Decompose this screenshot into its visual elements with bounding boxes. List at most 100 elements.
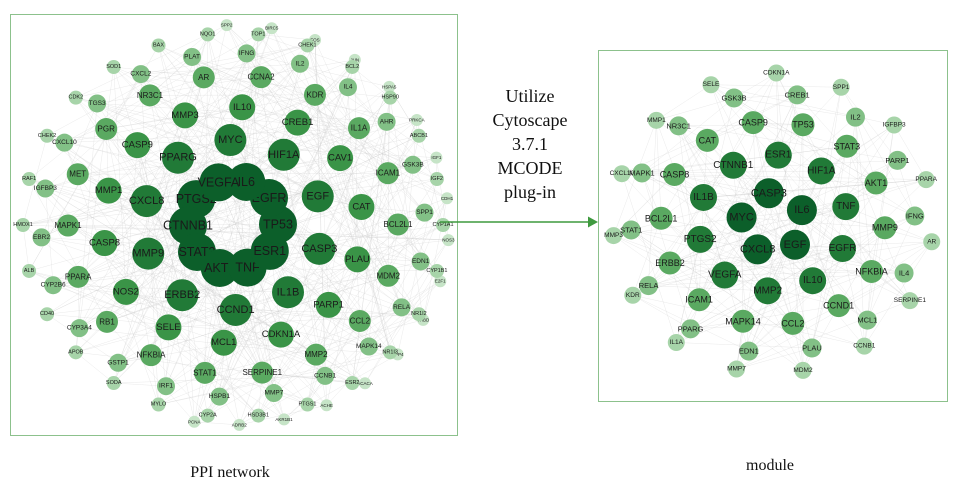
node-kdr: KDR	[303, 83, 326, 106]
node-label: BCL2L1	[384, 220, 413, 229]
node-casp8: CASP8	[89, 230, 120, 257]
node-label: KDR	[626, 292, 640, 299]
edge	[79, 327, 317, 355]
edge	[648, 285, 768, 292]
node-label: ADRB2	[232, 422, 248, 427]
node-igfbp3: IGFBP3	[883, 116, 906, 134]
node-stat3: STAT3	[833, 134, 860, 158]
node-circle	[827, 294, 851, 318]
node-soda: SODA	[106, 376, 122, 391]
node-rela: RELA	[639, 276, 658, 296]
node-circle	[32, 228, 51, 247]
node-circle	[68, 90, 83, 105]
node-label: ERBB2	[164, 289, 200, 301]
node-circle	[887, 150, 907, 170]
node-circle	[415, 203, 434, 222]
node-circle	[172, 102, 199, 129]
node-circle	[130, 185, 163, 218]
node-label: CCNB1	[314, 372, 336, 379]
node-circle	[359, 377, 372, 390]
arrow-text-line: 3.7.1	[512, 134, 548, 154]
node-pparg: PPARG	[159, 141, 197, 174]
node-label: AKT1	[204, 261, 235, 275]
edge	[700, 206, 846, 240]
edge	[864, 241, 932, 347]
node-edn1: EDN1	[411, 252, 430, 271]
edge	[148, 253, 366, 384]
node-label: APOB	[68, 349, 84, 355]
node-label: NFKBIA	[137, 351, 167, 360]
node-creb1: CREB1	[785, 85, 810, 105]
node-label: IL1A	[351, 124, 368, 133]
node-circle	[70, 319, 89, 338]
node-mmp2: MMP2	[304, 343, 328, 366]
edge	[268, 63, 301, 199]
node-label: MMP9	[872, 223, 898, 233]
node-label: BCL2	[345, 64, 359, 70]
node-circle	[605, 227, 623, 245]
node-label: SERPINE1	[242, 368, 282, 377]
node-label: IL6	[794, 204, 809, 216]
node-cd40: CD40	[40, 307, 54, 322]
node-egf: EGF	[779, 229, 810, 260]
edge	[226, 25, 284, 155]
node-circle	[434, 275, 447, 288]
node-spp2: SPP2	[220, 19, 233, 32]
node-circle	[348, 309, 371, 332]
node-label: BIRC5	[265, 26, 279, 31]
node-nr1i3: NR1I3	[382, 345, 398, 360]
node-circle	[272, 276, 305, 309]
node-label: MCL1	[211, 337, 236, 348]
node-label: MMP2	[753, 285, 782, 296]
edge	[165, 39, 316, 387]
node-birc5: BIRC5	[265, 22, 279, 35]
node-circle	[106, 376, 121, 391]
edge	[219, 196, 318, 397]
node-mmp3: MMP3	[171, 102, 199, 129]
edge	[113, 66, 183, 296]
node-il1b: IL1B	[272, 276, 305, 309]
module-caption: module	[746, 457, 794, 474]
node-hif1a: HIF1A	[807, 157, 836, 185]
node-label: STAT1	[620, 225, 642, 234]
node-label: SERPINE1	[894, 297, 927, 304]
node-label: SPP2	[221, 23, 233, 28]
node-circle	[764, 141, 792, 169]
node-label: PARP1	[313, 299, 343, 310]
node-ifng: IFNG	[237, 44, 256, 63]
edge	[75, 352, 114, 384]
node-label: MDM2	[376, 271, 400, 280]
node-circle	[411, 252, 430, 271]
node-hif1a: HIF1A	[267, 138, 300, 171]
node-label: PPARA	[915, 176, 937, 183]
node-mcl1: MCL1	[857, 310, 877, 330]
edge	[149, 94, 315, 96]
node-circle	[264, 384, 283, 403]
node-circle	[383, 90, 398, 105]
edge	[41, 77, 262, 238]
node-circle	[807, 157, 835, 185]
node-circle	[835, 134, 859, 158]
edge	[656, 120, 898, 161]
node-plau: PLAU	[802, 338, 822, 358]
node-label: CCND1	[823, 301, 854, 311]
edge	[324, 212, 425, 377]
node-label: CYP2A	[199, 413, 217, 419]
node-circle	[155, 314, 182, 341]
edge	[79, 197, 270, 329]
node-mapk14: MAPK14	[356, 337, 382, 356]
node-circle	[267, 138, 300, 171]
edge	[271, 28, 398, 355]
node-circle	[377, 264, 400, 287]
node-il10: IL10	[229, 94, 256, 121]
node-circle	[779, 229, 810, 260]
node-circle	[383, 345, 398, 360]
node-nfkbia: NFKBIA	[855, 259, 888, 283]
node-serpine1: SERPINE1	[894, 292, 927, 310]
node-bax: BAX	[151, 38, 166, 53]
node-label: EGF	[784, 239, 807, 251]
node-circle	[344, 246, 371, 273]
edge	[239, 304, 329, 426]
edge	[768, 193, 868, 321]
